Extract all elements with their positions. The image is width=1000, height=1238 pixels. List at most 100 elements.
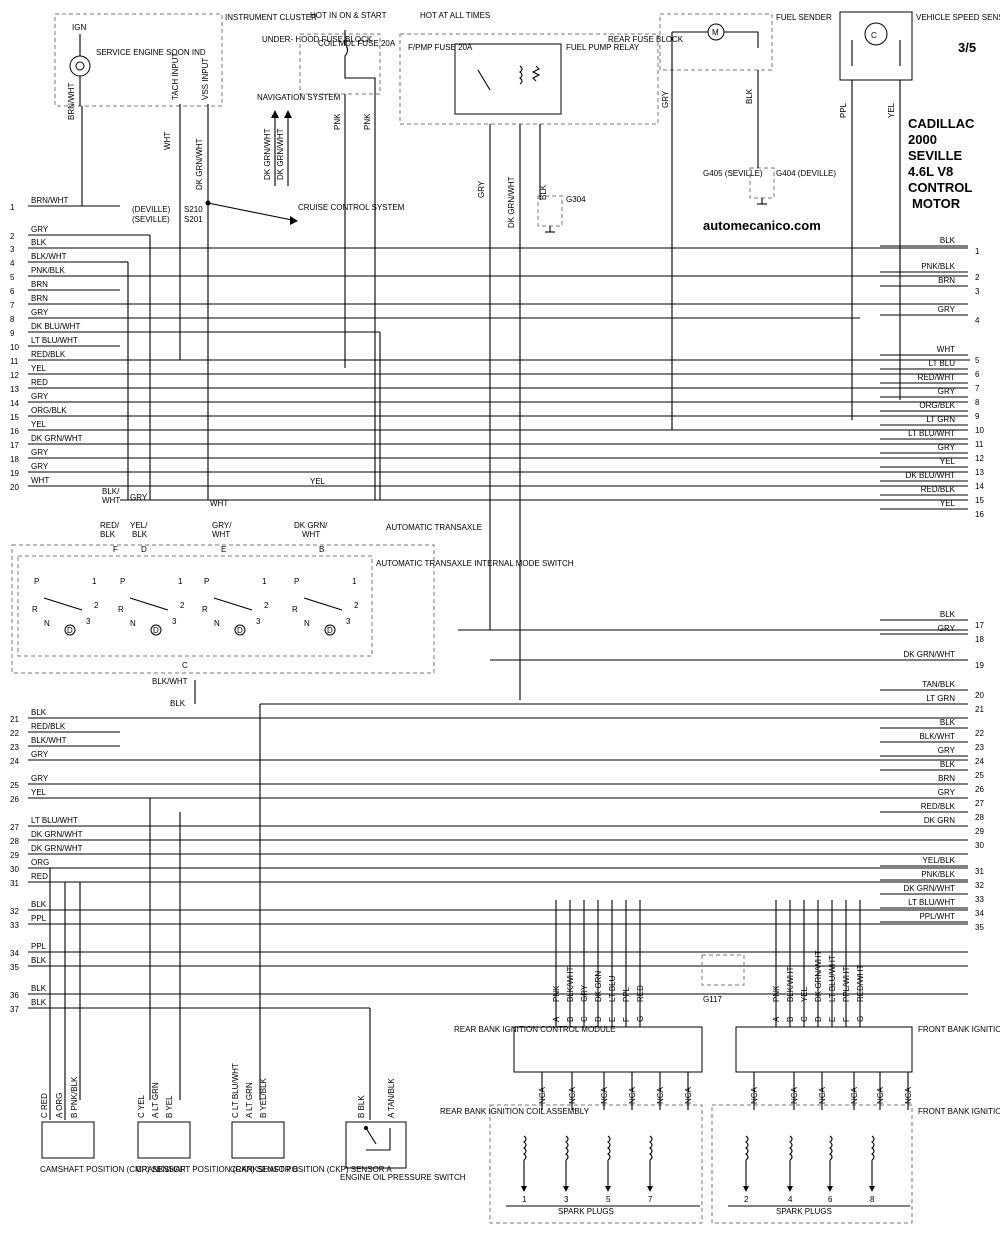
vertical-wire-label: BLK <box>539 184 548 200</box>
right-pin-number: 23 <box>975 743 984 752</box>
spark-plug-icon <box>787 1186 793 1192</box>
left-wire-color: ORG <box>31 858 49 867</box>
rear-module-color: PNK <box>552 985 561 1002</box>
sensor-pin-label: B YEL <box>165 1095 174 1118</box>
left-wire-color: BRN <box>31 294 48 303</box>
g117-label: G117 <box>703 995 723 1004</box>
left-pin-number: 37 <box>10 1005 19 1014</box>
front-module-pin: E <box>828 1017 837 1022</box>
right-wire-color: PPL/WHT <box>919 912 955 921</box>
rear-module-color: DK GRN <box>594 971 603 1002</box>
right-pin-number: 30 <box>975 841 984 850</box>
right-wire-color: YEL <box>940 499 956 508</box>
left-pin-number: 18 <box>10 455 19 464</box>
right-pin-number: 6 <box>975 370 980 379</box>
mode-2-label: 2 <box>354 601 359 610</box>
right-pin-number: 10 <box>975 426 984 435</box>
right-wire-color: YEL <box>940 457 956 466</box>
left-wire-color: GRY <box>31 774 49 783</box>
mode-switch-arm <box>43 597 83 611</box>
transaxle-wire-label: BLK/WHT <box>152 677 188 686</box>
front-module-color: LT BLU/WHT <box>828 955 837 1002</box>
left-wire-color: RED/BLK <box>31 722 66 731</box>
vertical-wire-label: GRY <box>477 180 486 198</box>
left-wire-color: BRN <box>31 280 48 289</box>
mode-2-label: 2 <box>264 601 269 610</box>
left-pin-number: 26 <box>10 795 19 804</box>
right-wire-color: RED/WHT <box>918 373 955 382</box>
front-module-pin: A <box>772 1016 781 1022</box>
mode-p-label: P <box>204 577 209 586</box>
mode-1-label: 1 <box>352 577 357 586</box>
left-pin-number: 22 <box>10 729 19 738</box>
sensor-pin-label: C RED <box>40 1093 49 1118</box>
left-pin-number: 23 <box>10 743 19 752</box>
right-wire-color: GRY <box>938 746 956 755</box>
front-coil-winding <box>871 1135 875 1161</box>
transaxle-wire-color: WHT <box>102 496 120 505</box>
mode-r-label: R <box>292 605 298 614</box>
rear-nca-label: NCA <box>628 1086 637 1104</box>
automatic-transaxle-label: AUTOMATIC TRANSAXLE <box>386 523 482 532</box>
left-pin-number: 24 <box>10 757 19 766</box>
left-pin-number: 5 <box>10 273 15 282</box>
left-wire-color: PPL <box>31 914 47 923</box>
rear-module-color: LT BLU <box>608 975 617 1002</box>
front-coil-winding <box>745 1135 749 1161</box>
left-pin-number: 2 <box>10 232 15 241</box>
right-wire-color: GRY <box>938 788 956 797</box>
right-wire-color: BLK <box>940 760 956 769</box>
mode-n-label: N <box>304 619 310 628</box>
left-pin-number: 21 <box>10 715 19 724</box>
left-wire-color: GRY <box>31 225 49 234</box>
automatic-transaxle-box <box>11 544 435 674</box>
right-wire-color: DK GRN/WHT <box>903 884 955 893</box>
sensor-pin-label: A LT GRN <box>245 1082 254 1118</box>
front-nca-label: NCA <box>850 1086 859 1104</box>
front-bank-coil-label: FRONT BANK IGNITION COIL ASSEMBLY <box>918 1107 1000 1116</box>
right-pin-number: 24 <box>975 757 984 766</box>
mode-2-label: 2 <box>94 601 99 610</box>
front-module-color: YEL <box>800 986 809 1002</box>
transaxle-pin-c: C <box>182 661 188 670</box>
transaxle-wire-color: GRY/ <box>212 521 232 530</box>
front-module-color: BLK/WHT <box>786 966 795 1002</box>
transaxle-pin-letter: E <box>221 545 226 554</box>
front-bank-coil-box <box>711 1104 913 1224</box>
right-pin-number: 7 <box>975 384 980 393</box>
transaxle-pin-letter: F <box>113 545 118 554</box>
rear-module-pin: D <box>594 1016 603 1022</box>
rear-coil-winding <box>607 1135 611 1161</box>
transaxle-wire-color: DK GRN/ <box>294 521 328 530</box>
navigation-system-label: NAVIGATION SYSTEM <box>257 93 341 102</box>
fuel-pump-relay-box <box>454 43 562 115</box>
hot-at-all-times-label: HOT AT ALL TIMES <box>420 11 490 20</box>
rear-nca-label: NCA <box>538 1086 547 1104</box>
right-pin-number: 21 <box>975 705 984 714</box>
left-wire-color: BLK <box>31 708 47 717</box>
vertical-wire-label: DK GRN/WHT <box>507 176 516 228</box>
right-pin-number: 34 <box>975 909 984 918</box>
left-pin-number: 25 <box>10 781 19 790</box>
mode-3-label: 3 <box>172 617 177 626</box>
fuel-pump-motor-icon: M <box>671 23 759 70</box>
front-nca-label: NCA <box>904 1086 913 1104</box>
front-bank-module-box <box>735 1026 913 1073</box>
service-engine-soon-label: SERVICE ENGINE SOON IND <box>96 48 206 57</box>
transaxle-wire-color: BLK/ <box>102 487 120 496</box>
left-pin-number: 11 <box>10 357 19 366</box>
cruise-feed <box>207 202 293 221</box>
title-engine: 4.6L V8 <box>908 164 953 179</box>
oil-pressure-switch-box <box>345 1121 407 1169</box>
left-pin-number: 30 <box>10 865 19 874</box>
navigation-feed <box>274 114 289 186</box>
left-wire-color: LT BLU/WHT <box>31 336 78 345</box>
left-pin-number: 6 <box>10 287 15 296</box>
front-module-color: RED/WHT <box>856 965 865 1002</box>
left-wire-color: BLK <box>31 998 47 1007</box>
rear-nca-label: NCA <box>656 1086 665 1104</box>
transaxle-wire-color: BLK <box>132 530 148 539</box>
